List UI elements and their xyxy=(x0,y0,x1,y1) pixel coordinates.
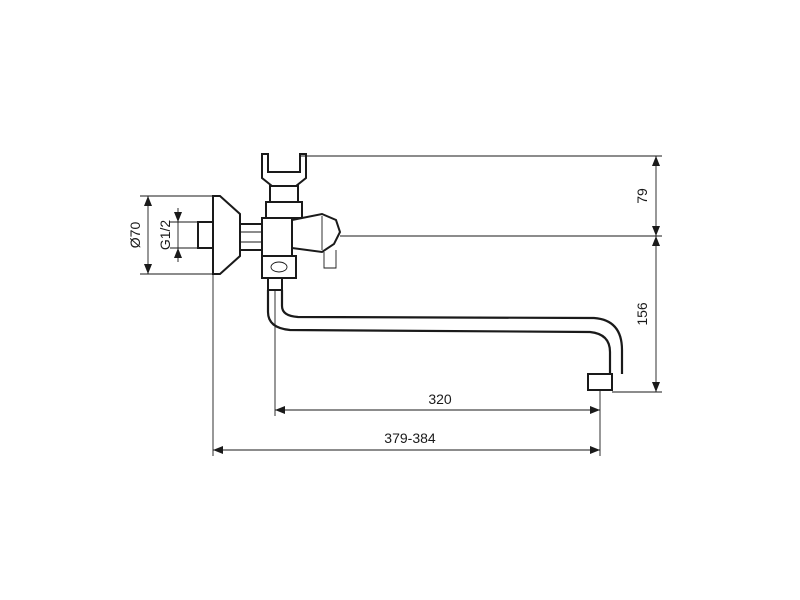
dim-height-top: 79 xyxy=(634,188,650,204)
aerator xyxy=(587,373,613,391)
valve-body xyxy=(261,217,293,257)
shower-holder xyxy=(261,153,307,187)
dim-height-spout: 156 xyxy=(634,302,650,326)
dim-spout-reach: 320 xyxy=(428,391,452,407)
wall-flange xyxy=(212,195,241,275)
spout xyxy=(266,290,612,374)
dimension-lines xyxy=(144,156,660,454)
hex-nut xyxy=(239,223,263,251)
dim-total-reach: 379-384 xyxy=(384,430,436,446)
faucet-body xyxy=(197,153,624,391)
inlet-stub xyxy=(197,221,214,249)
dim-outlet-diameter: Ø70 xyxy=(127,222,143,249)
lever-handle xyxy=(291,212,342,254)
extension-lines xyxy=(140,155,662,456)
dim-thread: G1/2 xyxy=(157,220,173,251)
lower-nut xyxy=(261,255,297,279)
